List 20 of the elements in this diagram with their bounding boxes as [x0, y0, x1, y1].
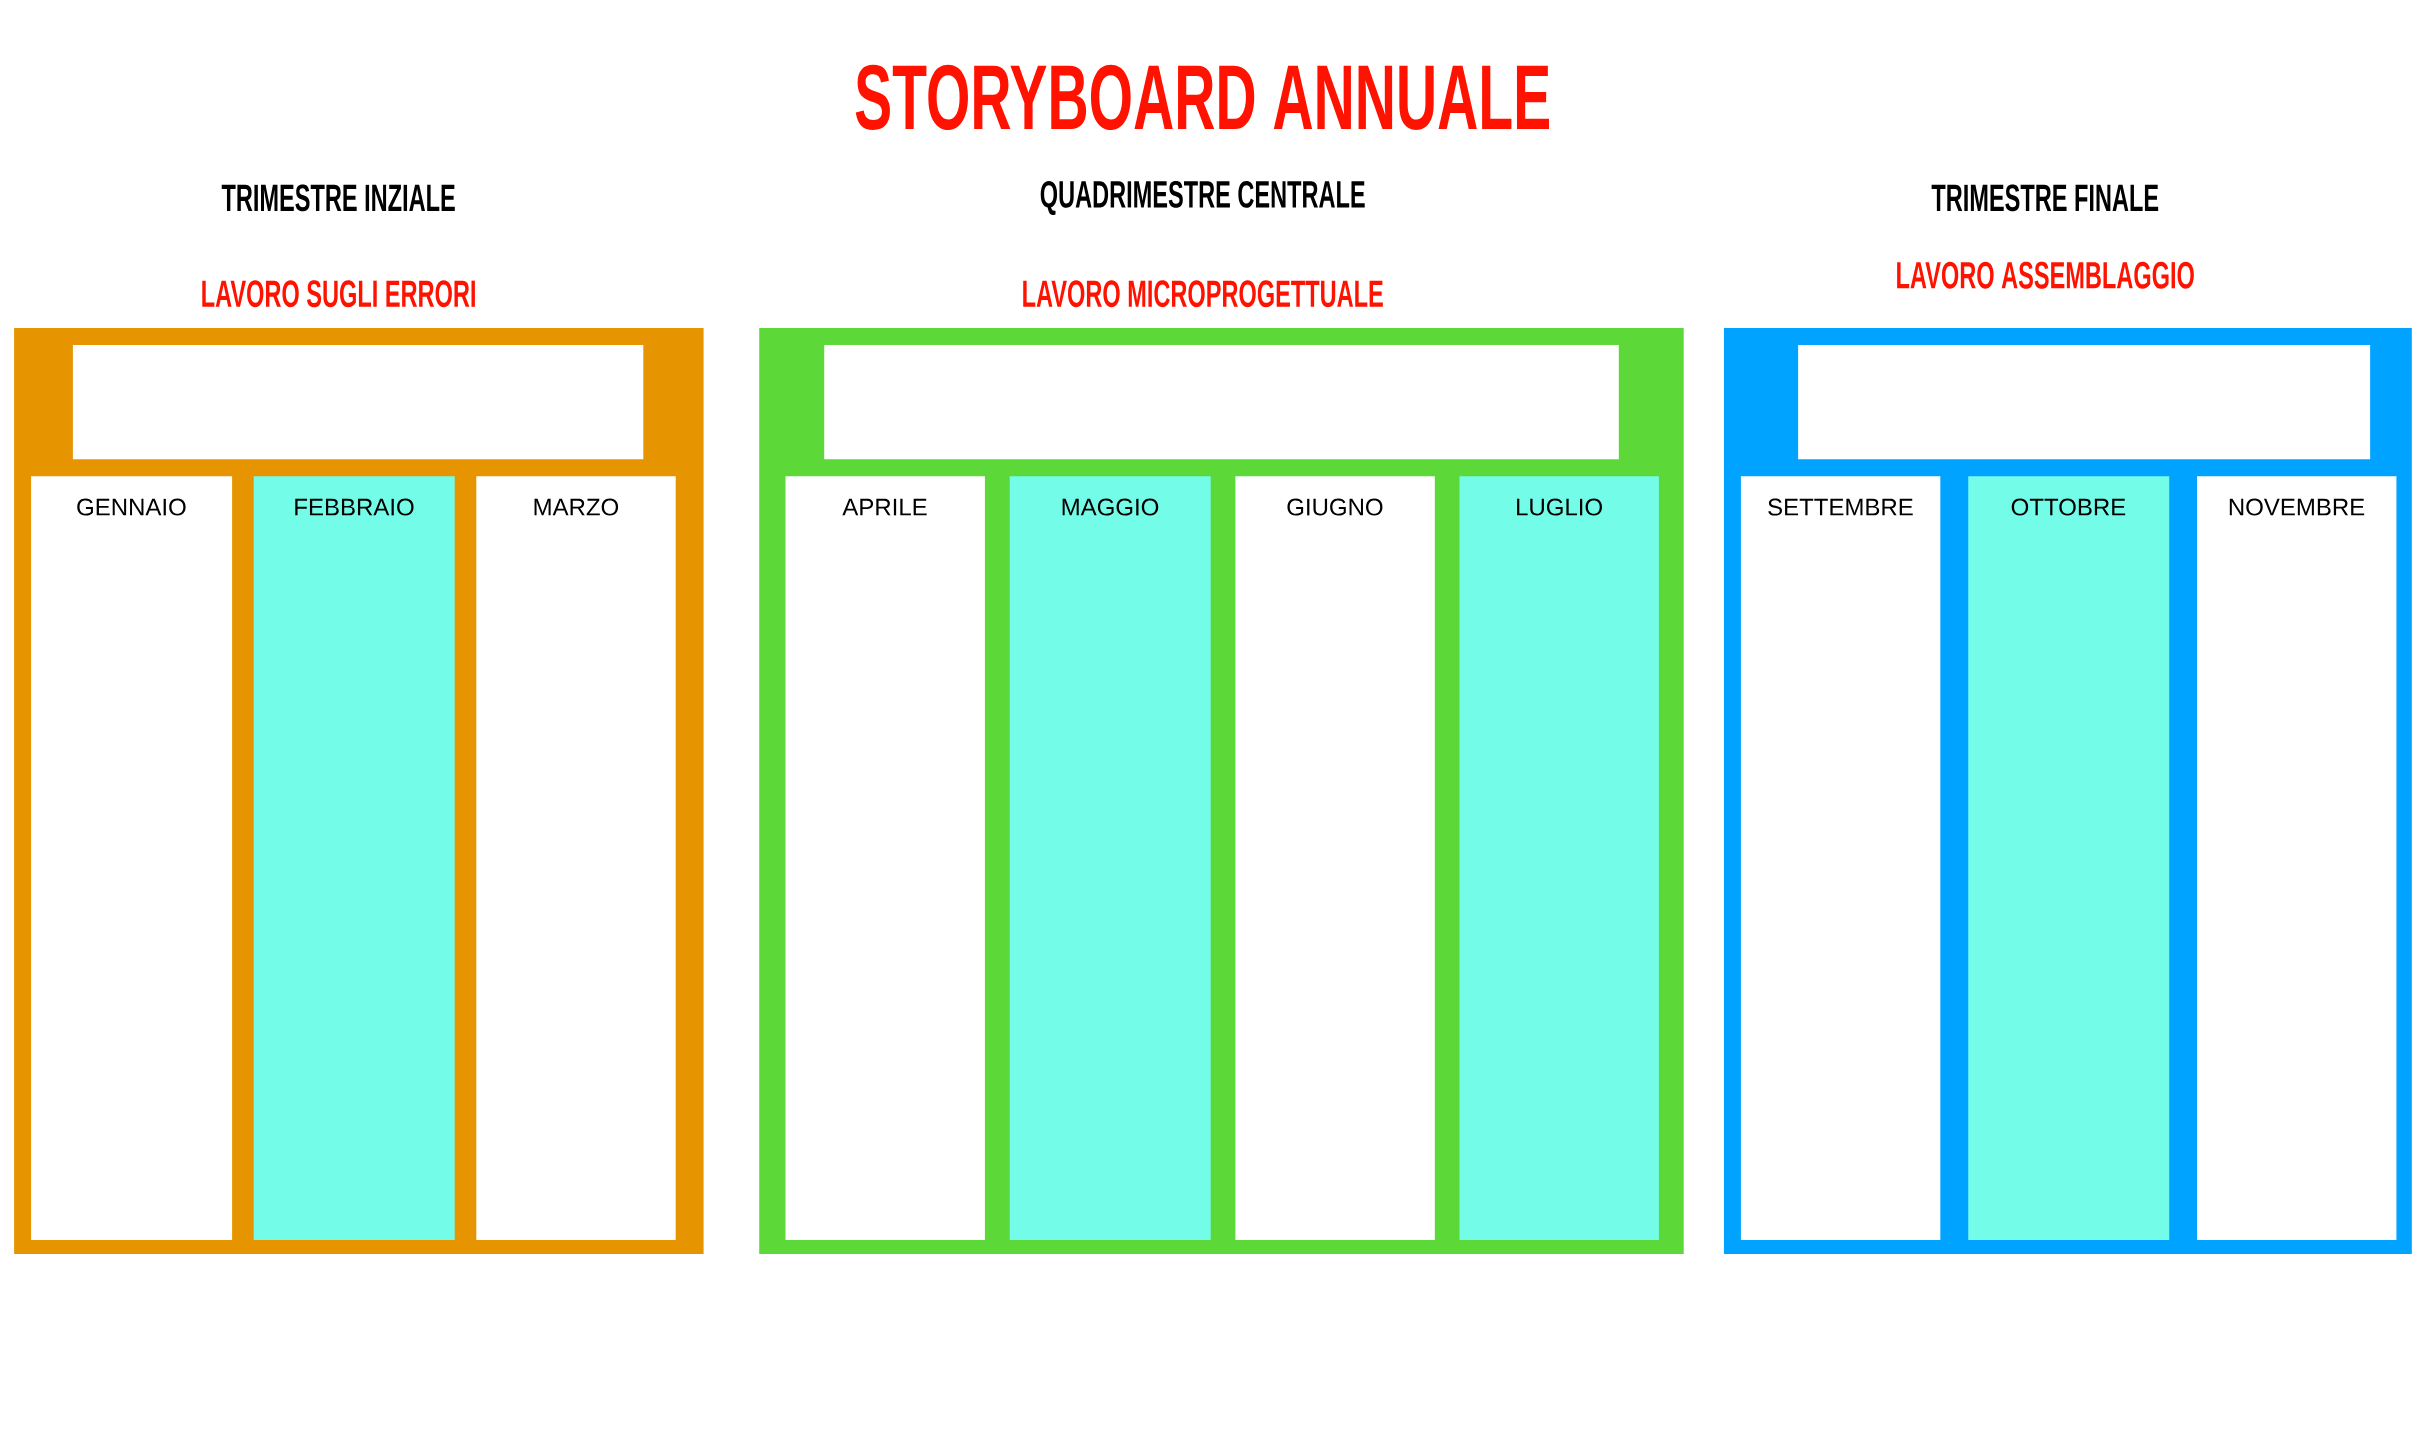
- month-column: LUGLIO: [1459, 476, 1659, 1240]
- subheading: LAVORO ASSEMBLAGGIO: [1897, 261, 2194, 289]
- month-column: GIUGNO: [1235, 476, 1435, 1240]
- blank-box: [1798, 344, 2371, 460]
- title: STORYBOARD ANNUALE: [855, 64, 1549, 130]
- month-column: SETTEMBRE: [1740, 476, 1941, 1240]
- blank-box: [72, 344, 644, 460]
- heading: TRIMESTRE INZIALE: [221, 184, 455, 212]
- month-column: NOVEMBRE: [2197, 476, 2397, 1240]
- month-column: FEBBRAIO: [253, 476, 455, 1240]
- month-column: MAGGIO: [1009, 476, 1211, 1240]
- month-column: APRILE: [785, 476, 985, 1240]
- subheading: LAVORO MICROPROGETTUALE: [1023, 280, 1383, 308]
- heading: QUADRIMESTRE CENTRALE: [1040, 180, 1365, 215]
- month-column: MARZO: [476, 476, 676, 1240]
- heading: TRIMESTRE FINALE: [1931, 184, 2159, 212]
- subheading: LAVORO SUGLI ERRORI: [202, 280, 475, 308]
- month-column: GENNAIO: [31, 476, 233, 1240]
- month-column: OTTOBRE: [1968, 476, 2170, 1240]
- blank-box: [824, 344, 1619, 460]
